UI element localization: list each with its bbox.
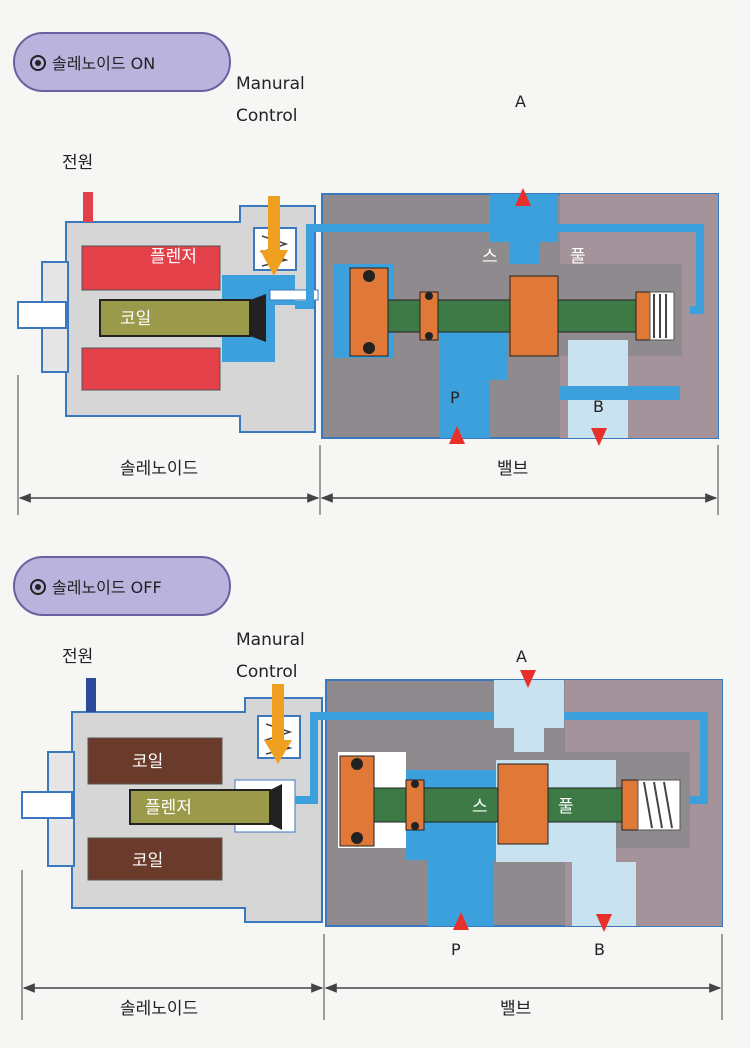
spool-left-label: 스 — [472, 797, 488, 817]
state-pill-on: 솔레노이드 ON — [13, 32, 231, 92]
port-b-label: B — [594, 940, 605, 959]
manual-control-arrow — [264, 684, 292, 764]
plunger — [129, 789, 271, 825]
spool-right-label: 풀 — [558, 797, 574, 817]
plunger-label: 플렌저 — [145, 798, 192, 818]
port-a-flow-arrow — [515, 188, 531, 206]
manual-control-line2: Control — [236, 106, 297, 126]
port-p-flow-arrow — [453, 912, 469, 930]
solenoid-label: 솔레노이드 — [120, 459, 198, 479]
valve-label: 밸브 — [500, 999, 531, 1019]
spool-center-land — [509, 275, 559, 357]
power-terminal — [86, 678, 96, 712]
port-a-label: A — [516, 647, 527, 666]
panel-solenoid-on: 솔레노이드 ON Manural Control A 전원 코일 플렌저 — [13, 32, 719, 515]
manual-control-line2: Control — [236, 662, 297, 682]
port-b-flow-arrow — [591, 428, 607, 446]
power-label: 전원 — [62, 647, 93, 667]
coil-label: 코일 — [120, 309, 151, 329]
manual-control-line1: Manural — [236, 630, 305, 650]
plunger-label: 플렌저 — [150, 247, 197, 267]
radio-icon — [30, 579, 46, 595]
radio-icon — [30, 55, 46, 71]
port-p-label: P — [451, 940, 461, 959]
port-p-flow-arrow — [449, 426, 465, 444]
port-b-flow-arrow — [596, 914, 612, 932]
plunger — [99, 299, 251, 337]
coil-bottom-label: 코일 — [132, 851, 163, 871]
state-label: 솔레노이드 OFF — [52, 578, 162, 597]
power-terminal — [83, 192, 93, 222]
coil-top — [81, 245, 221, 291]
port-p-label: P — [450, 388, 460, 407]
spool-left-land — [339, 755, 375, 847]
port-b-label: B — [593, 397, 604, 416]
port-a-flow-arrow — [520, 670, 536, 688]
valve-label: 밸브 — [497, 459, 528, 479]
power-label: 전원 — [62, 153, 93, 173]
coil-bottom — [87, 837, 223, 881]
solenoid-label: 솔레노이드 — [120, 999, 198, 1019]
state-pill-off: 솔레노이드 OFF — [13, 556, 231, 616]
state-label: 솔레노이드 ON — [52, 54, 155, 73]
manual-control-arrow — [260, 196, 288, 276]
spool-right-label: 풀 — [570, 247, 586, 267]
port-a-label: A — [515, 92, 526, 111]
port-p-channel — [440, 355, 490, 438]
spool-left-label: 스 — [482, 247, 498, 267]
manual-control-line1: Manural — [236, 74, 305, 94]
coil-top-label: 코일 — [132, 752, 163, 772]
coil-top — [87, 737, 223, 785]
panel-solenoid-off: 솔레노이드 OFF Manural Control A 전원 코일 코일 플렌저 — [13, 556, 723, 1020]
coil-bottom — [81, 347, 221, 391]
spool-center-land — [497, 763, 549, 845]
